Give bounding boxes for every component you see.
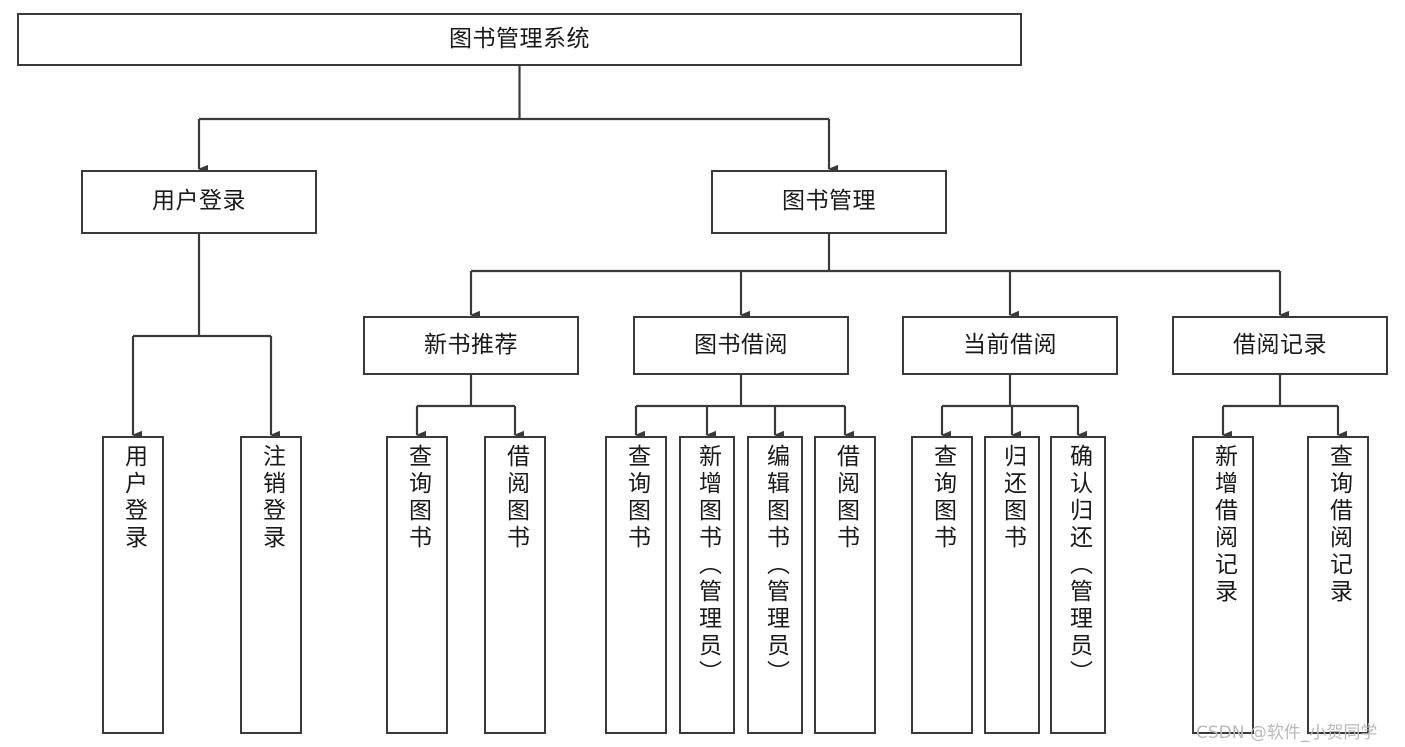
node-leaf-confirm-return[interactable]: 确认归还（管理员） — [1050, 436, 1106, 734]
node-label-leaf-borrow-book-2: 借阅图书 — [832, 444, 859, 552]
node-label-new-book-recommend: 新书推荐 — [424, 331, 518, 358]
node-user-login[interactable]: 用户登录 — [81, 170, 317, 234]
node-label-user-login: 用户登录 — [152, 188, 246, 215]
node-leaf-query-book-3[interactable]: 查询图书 — [911, 436, 973, 734]
node-label-book-management: 图书管理 — [782, 188, 876, 215]
node-leaf-add-record[interactable]: 新增借阅记录 — [1192, 436, 1254, 734]
node-new-book-recommend[interactable]: 新书推荐 — [363, 316, 579, 375]
node-label-borrow-record: 借阅记录 — [1233, 331, 1327, 358]
node-label-leaf-query-book-2: 查询图书 — [623, 444, 650, 552]
node-borrow-record[interactable]: 借阅记录 — [1172, 316, 1388, 375]
node-leaf-edit-book[interactable]: 编辑图书（管理员） — [747, 436, 803, 734]
node-current-borrow[interactable]: 当前借阅 — [902, 316, 1118, 375]
node-root[interactable]: 图书管理系统 — [17, 13, 1022, 66]
node-leaf-query-book-1[interactable]: 查询图书 — [386, 436, 448, 734]
node-book-management[interactable]: 图书管理 — [711, 170, 947, 234]
node-label-leaf-query-book-3: 查询图书 — [929, 444, 956, 552]
node-label-leaf-add-book: 新增图书（管理员） — [694, 444, 721, 687]
node-label-current-borrow: 当前借阅 — [963, 331, 1057, 358]
node-leaf-return-book[interactable]: 归还图书 — [984, 436, 1040, 734]
node-label-leaf-borrow-book-1: 借阅图书 — [502, 444, 529, 552]
node-label-book-borrow: 图书借阅 — [694, 331, 788, 358]
node-leaf-add-book[interactable]: 新增图书（管理员） — [679, 436, 735, 734]
node-leaf-borrow-book-1[interactable]: 借阅图书 — [484, 436, 546, 734]
node-leaf-user-login[interactable]: 用户登录 — [102, 436, 164, 734]
node-leaf-query-book-2[interactable]: 查询图书 — [605, 436, 667, 734]
node-label-leaf-add-record: 新增借阅记录 — [1210, 444, 1237, 606]
node-label-leaf-return-book: 归还图书 — [999, 444, 1026, 552]
node-label-leaf-query-record: 查询借阅记录 — [1325, 444, 1352, 606]
node-label-leaf-edit-book: 编辑图书（管理员） — [762, 444, 789, 687]
node-leaf-borrow-book-2[interactable]: 借阅图书 — [814, 436, 876, 734]
node-label-leaf-logout: 注销登录 — [258, 444, 285, 552]
node-label-leaf-confirm-return: 确认归还（管理员） — [1065, 444, 1092, 687]
node-book-borrow[interactable]: 图书借阅 — [633, 316, 849, 375]
node-leaf-query-record[interactable]: 查询借阅记录 — [1307, 436, 1369, 734]
node-leaf-logout[interactable]: 注销登录 — [240, 436, 302, 734]
node-label-leaf-user-login: 用户登录 — [120, 444, 147, 552]
node-label-leaf-query-book-1: 查询图书 — [404, 444, 431, 552]
node-label-root: 图书管理系统 — [449, 25, 590, 52]
